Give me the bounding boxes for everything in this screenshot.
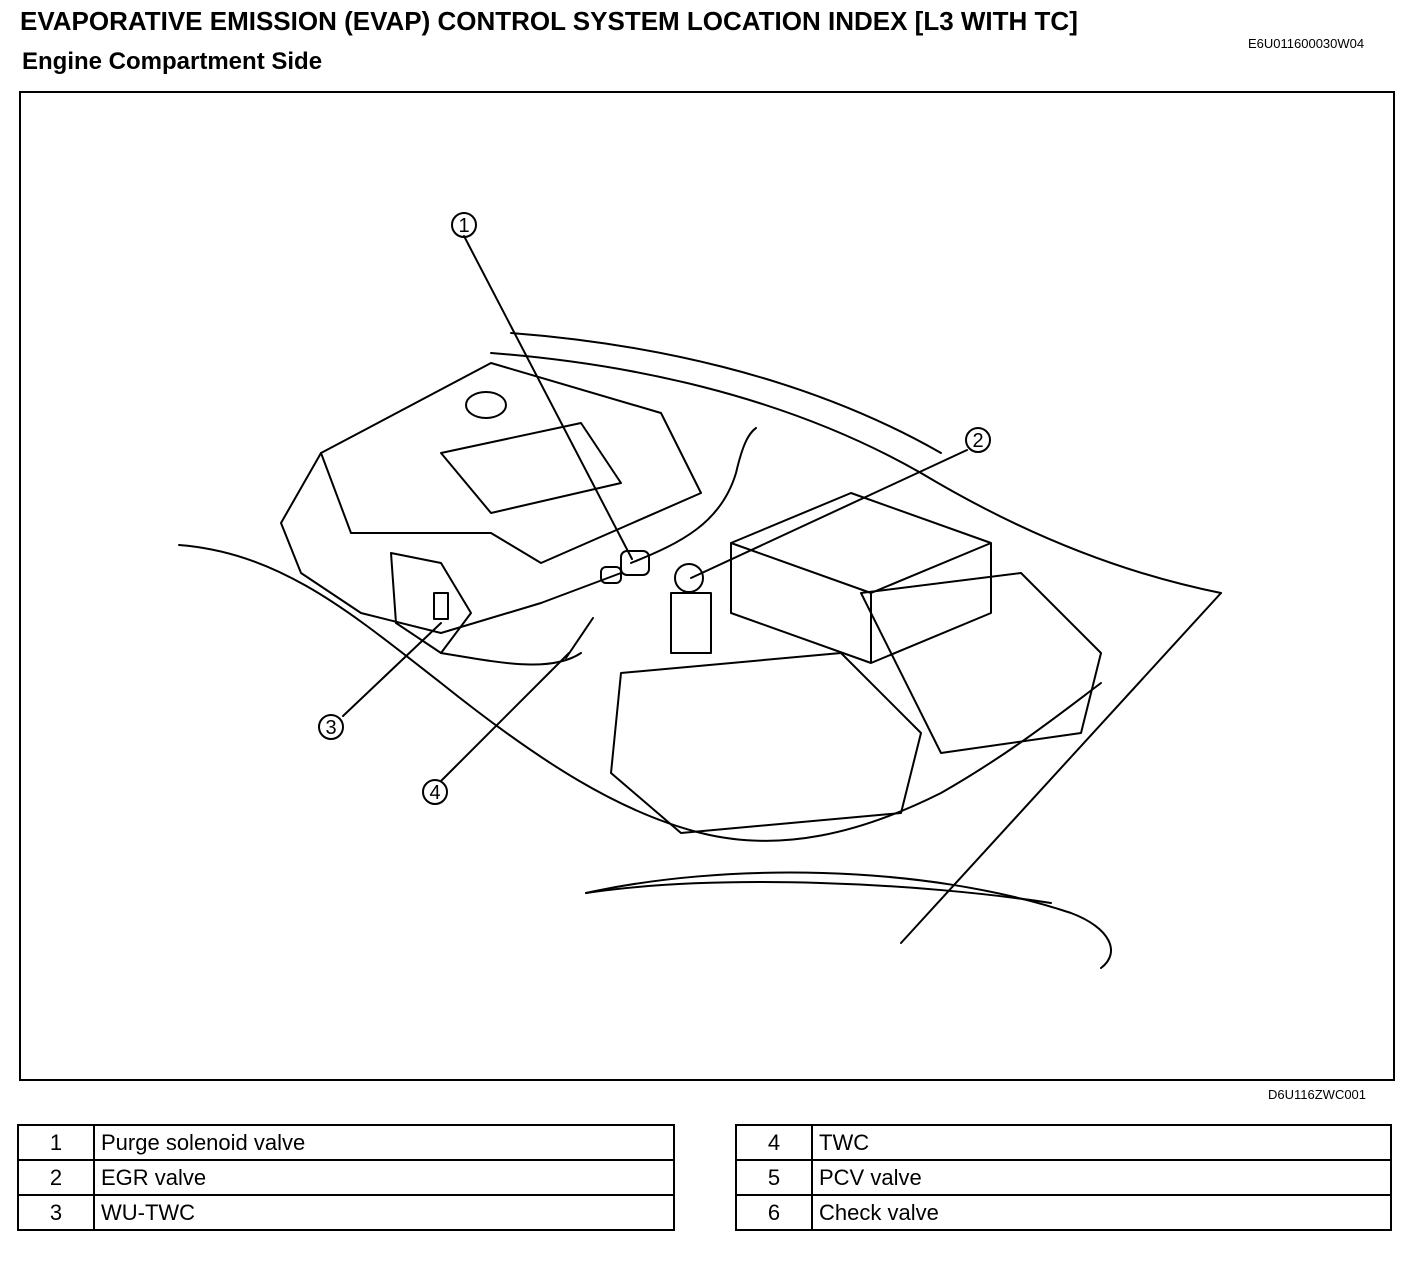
- legend-number: 1: [17, 1124, 95, 1161]
- fuse-box: [860, 572, 1102, 754]
- table-row: 2 EGR valve: [17, 1159, 675, 1196]
- wu-twc-bracket: [390, 552, 472, 654]
- hood-edge-inner: [510, 332, 942, 454]
- line-drawing: 1 2 3 4: [178, 212, 1222, 969]
- air-cleaner-box: [610, 652, 922, 834]
- document-code: E6U011600030W04: [1248, 36, 1365, 51]
- leader-line-3: [342, 622, 442, 717]
- legend-table-left: 1 Purge solenoid valve 2 EGR valve 3 WU-…: [17, 1124, 675, 1231]
- page-subtitle: Engine Compartment Side: [22, 48, 323, 75]
- twc-pipe: [565, 617, 594, 659]
- legend-number: 4: [735, 1124, 813, 1161]
- legend-label: Purge solenoid valve: [93, 1124, 675, 1161]
- leader-line-1: [463, 235, 633, 560]
- engine-valve-cover: [320, 362, 702, 564]
- callout-4: 4: [422, 779, 448, 805]
- lower-curve: [585, 871, 1112, 969]
- legend-number: 6: [735, 1194, 813, 1231]
- battery: [730, 492, 992, 664]
- callout-1: 1: [451, 212, 477, 238]
- table-row: 1 Purge solenoid valve: [17, 1124, 675, 1161]
- table-row: 3 WU-TWC: [17, 1194, 675, 1231]
- legend-number: 5: [735, 1159, 813, 1196]
- legend-label: TWC: [811, 1124, 1392, 1161]
- purge-hose: [630, 427, 757, 564]
- hood-edge: [490, 352, 1222, 594]
- legend-label: WU-TWC: [93, 1194, 675, 1231]
- figure-code: D6U116ZWC001: [1268, 1087, 1367, 1102]
- page-title: EVAPORATIVE EMISSION (EVAP) CONTROL SYST…: [20, 6, 1078, 36]
- table-row: 5 PCV valve: [735, 1159, 1392, 1196]
- engine-block: [280, 452, 622, 634]
- callout-3-label: 3: [325, 717, 336, 739]
- coil-pack: [440, 422, 622, 514]
- legend-label: PCV valve: [811, 1159, 1392, 1196]
- callout-2-label: 2: [972, 430, 983, 452]
- callout-4-label: 4: [429, 782, 440, 804]
- egr-valve-body: [674, 563, 704, 593]
- legend-table-right: 4 TWC 5 PCV valve 6 Check valve: [735, 1124, 1392, 1231]
- legend-label: Check valve: [811, 1194, 1392, 1231]
- legend-label: EGR valve: [93, 1159, 675, 1196]
- oil-cap: [465, 391, 507, 419]
- egr-valve-base: [670, 592, 712, 654]
- callout-3: 3: [318, 714, 344, 740]
- callout-1-label: 1: [458, 215, 469, 237]
- lower-hose: [440, 652, 582, 666]
- check-valve-body: [600, 566, 622, 584]
- leader-line-2: [690, 449, 968, 579]
- callout-2: 2: [965, 427, 991, 453]
- engine-compartment-illustration: 1 2 3 4: [19, 91, 1395, 1081]
- table-row: 4 TWC: [735, 1124, 1392, 1161]
- legend-number: 3: [17, 1194, 95, 1231]
- table-row: 6 Check valve: [735, 1194, 1392, 1231]
- leader-line-4: [440, 652, 570, 782]
- fender-outline: [178, 544, 1102, 842]
- purge-solenoid-body: [620, 550, 650, 576]
- misc-curve: [585, 881, 1052, 904]
- legend-number: 2: [17, 1159, 95, 1196]
- wu-twc-sensor: [433, 592, 449, 620]
